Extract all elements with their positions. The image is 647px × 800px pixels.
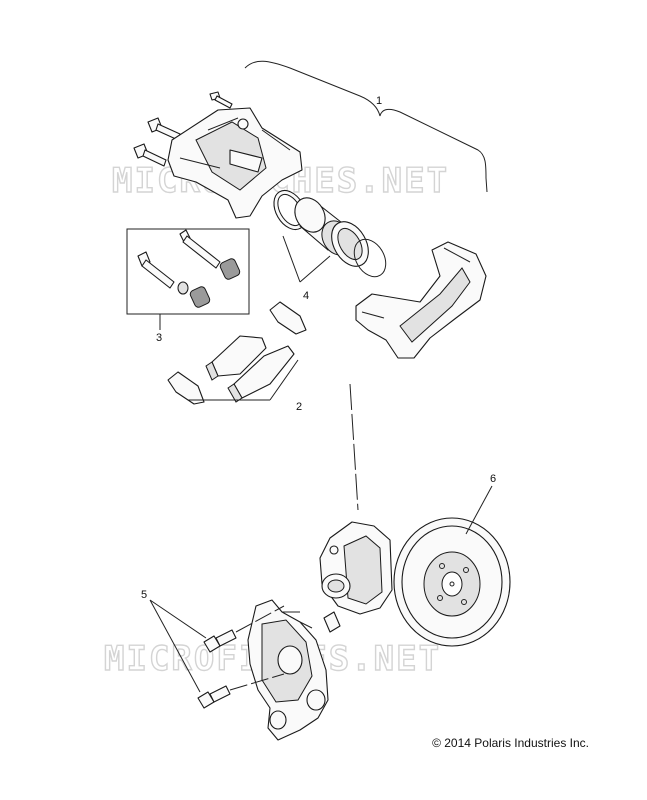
bracket-group-1 bbox=[244, 60, 488, 193]
caliper-housing bbox=[167, 107, 303, 219]
callout-3: 3 bbox=[156, 332, 162, 344]
slide-pin-long bbox=[179, 229, 221, 269]
retaining-ring bbox=[353, 238, 387, 278]
pin-boot-lower bbox=[189, 286, 211, 308]
bleeder-valve bbox=[147, 117, 181, 141]
caliper-mounting-bracket bbox=[355, 241, 487, 359]
leader-5 bbox=[149, 599, 207, 693]
callout-5: 5 bbox=[141, 589, 147, 601]
slide-pin-kit-box bbox=[126, 228, 250, 315]
brake-rotor bbox=[393, 517, 511, 647]
copyright-notice: © 2014 Polaris Industries Inc. bbox=[432, 736, 589, 750]
brake-pad-inner bbox=[205, 335, 267, 381]
pad-clip-lower bbox=[167, 371, 205, 405]
steering-knuckle bbox=[247, 599, 329, 741]
leader-6 bbox=[465, 485, 493, 535]
dust-boot bbox=[331, 221, 369, 267]
assembly-line bbox=[349, 383, 359, 511]
mounting-bolt-upper bbox=[203, 629, 237, 653]
pad-clip-upper bbox=[269, 301, 307, 335]
mounting-bolt-lower bbox=[197, 685, 231, 709]
pin-boot-upper bbox=[219, 258, 241, 280]
brake-pad-outer bbox=[227, 345, 295, 403]
slide-pin-short bbox=[137, 251, 175, 289]
callout-2: 2 bbox=[296, 401, 302, 413]
callout-6: 6 bbox=[490, 473, 496, 485]
caliper-bolt-side bbox=[133, 143, 167, 167]
callout-1: 1 bbox=[376, 95, 382, 107]
leader-2 bbox=[188, 359, 299, 401]
caliper-bolt-top bbox=[209, 91, 233, 109]
callout-4: 4 bbox=[303, 290, 309, 302]
caliper-assembly bbox=[319, 521, 393, 633]
pin-bushing bbox=[177, 281, 189, 295]
bolt-axis-lines bbox=[229, 605, 285, 691]
leader-4 bbox=[282, 235, 331, 283]
